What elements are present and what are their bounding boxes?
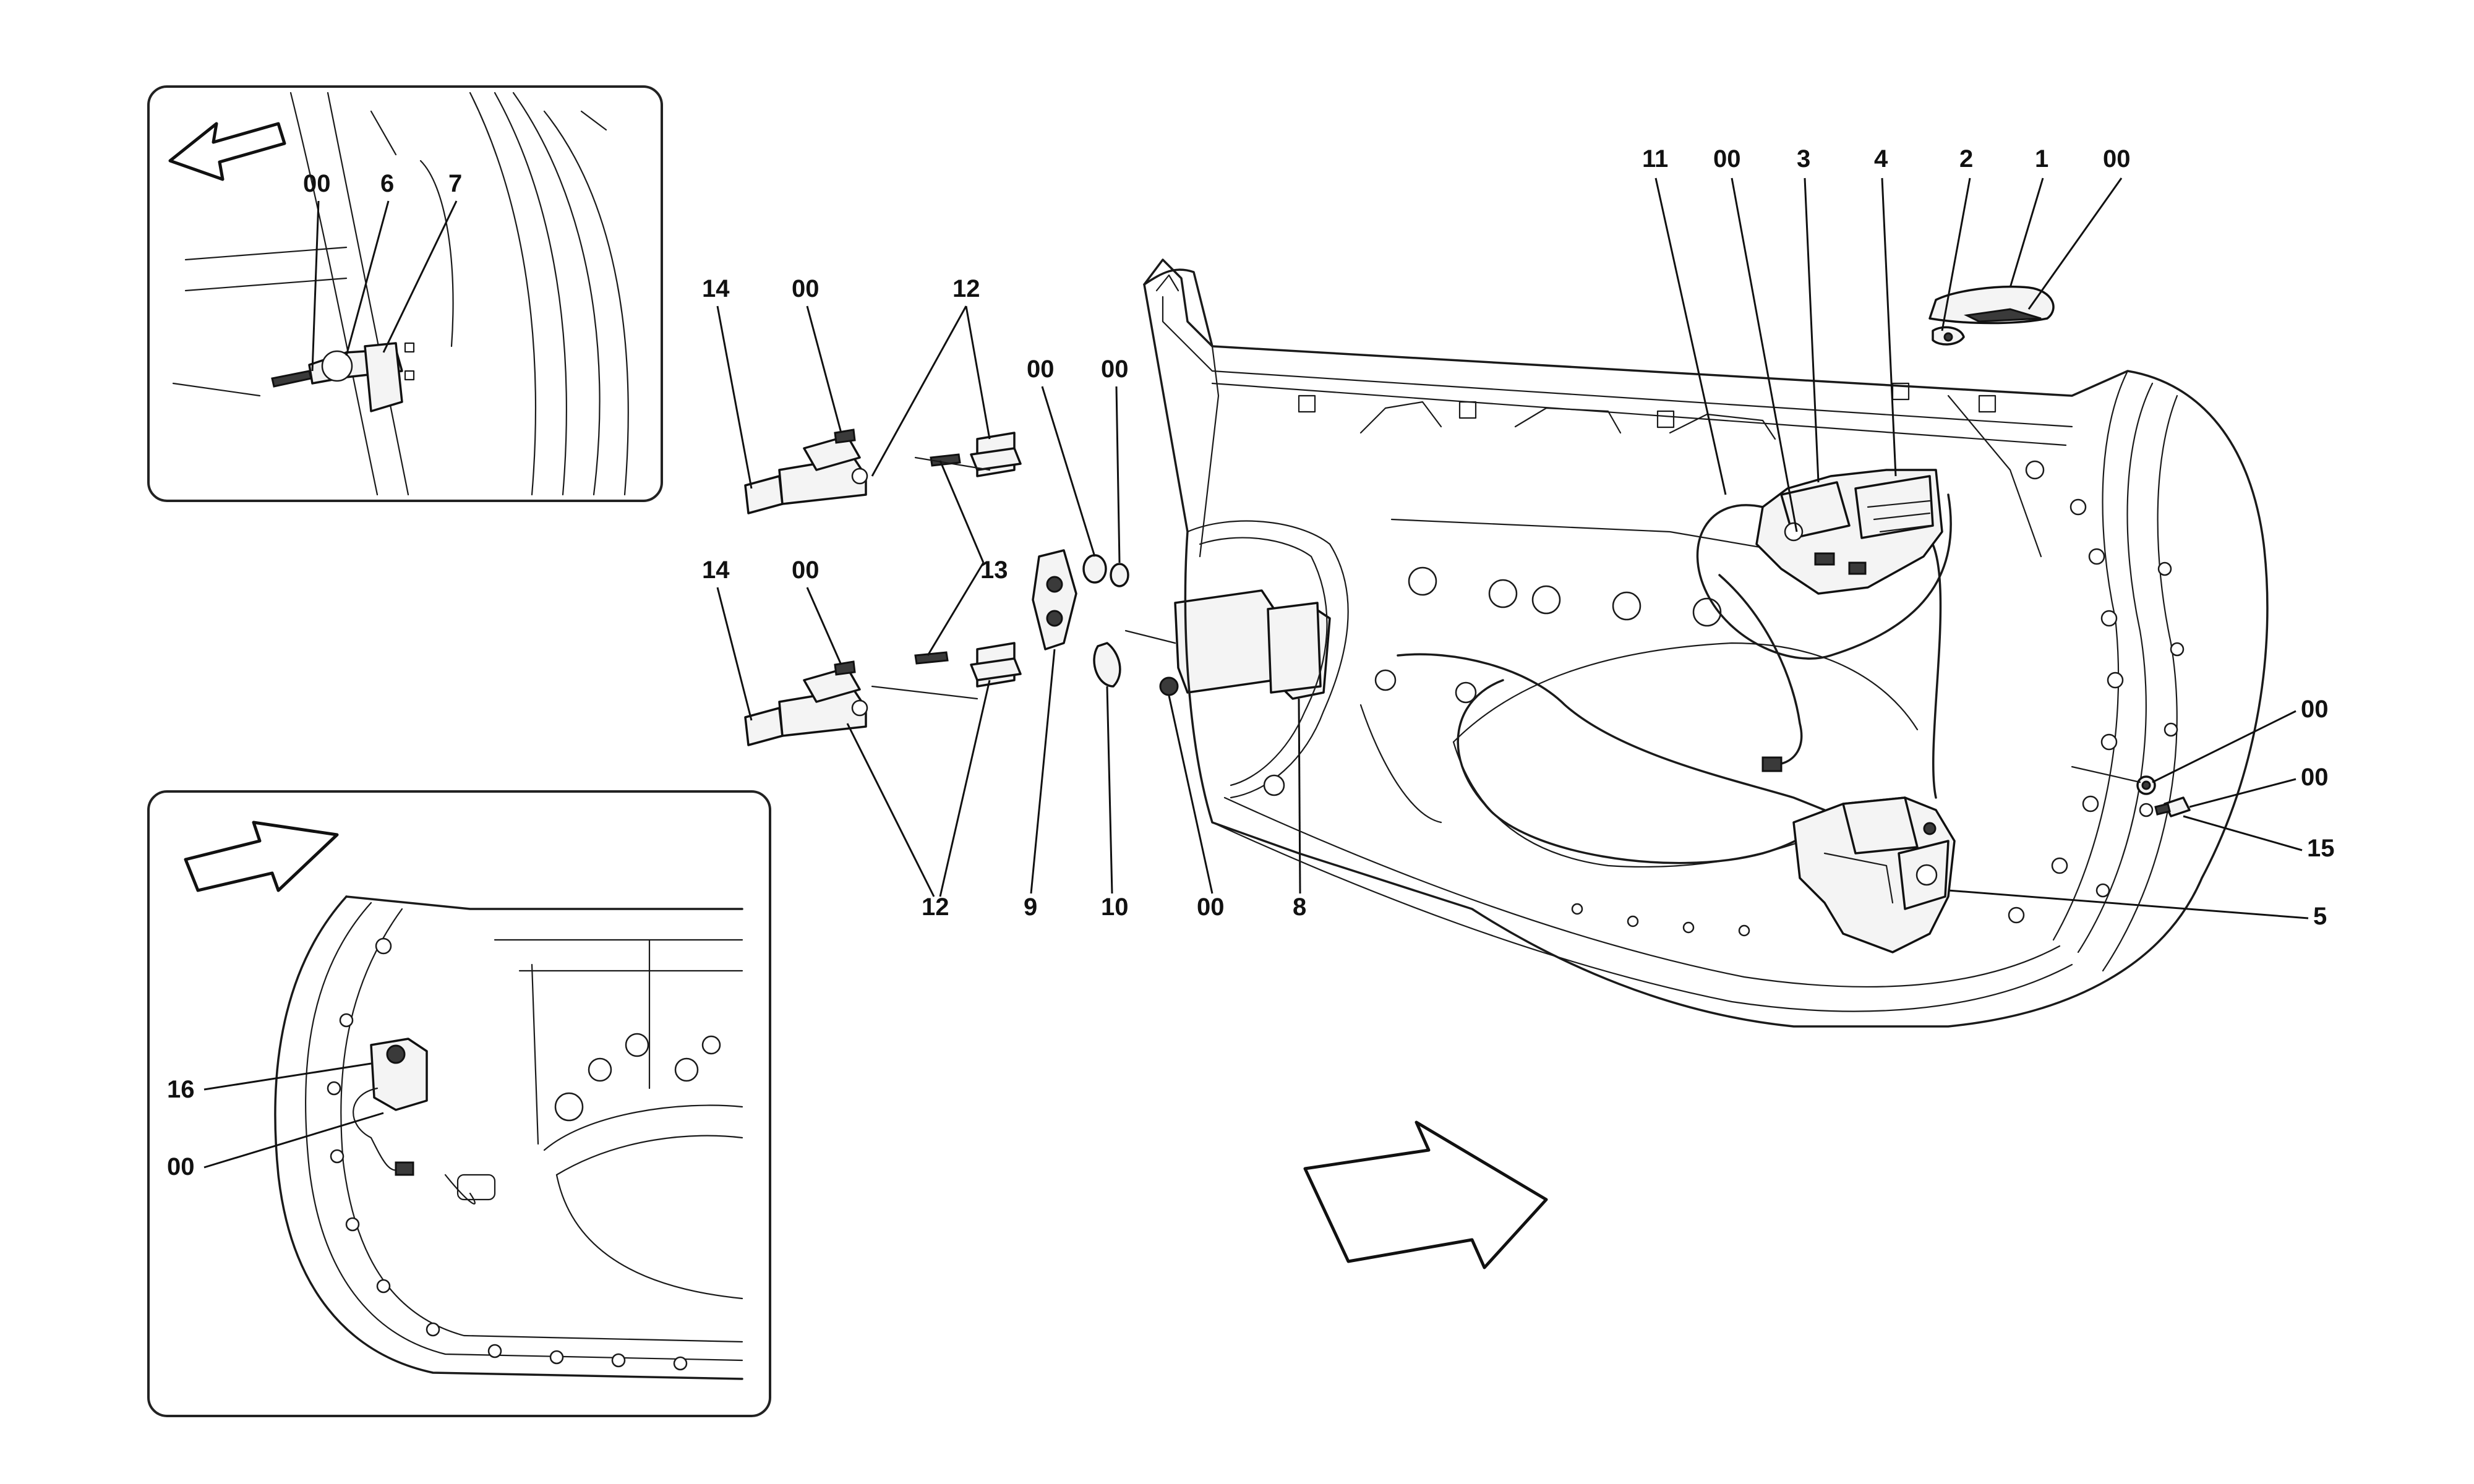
callout-hinge-1: 00 [792,275,820,302]
latch-striker-bolts [2071,765,2191,817]
callout-handle-4: 2 [1959,145,1973,173]
door-inner-panel [1143,268,2269,1028]
callout-hinge-4: 00 [792,556,820,584]
inset-check-strap-view: 00 6 7 [147,85,663,502]
check-strap-clip [1093,642,1121,688]
view-direction-arrow-inset-bottom [184,821,339,892]
callout-handle-0: 11 [1642,145,1668,173]
release-cables [1397,493,1952,864]
callout-latch-3: 5 [2313,903,2327,930]
callout-hinge-2: 12 [952,275,980,302]
callout-check-4: 00 [1197,893,1225,921]
callout-inset-top-0: 00 [303,170,331,197]
callout-hinge-5: 13 [980,556,1008,584]
outside-handle-assembly [1928,285,2055,346]
callout-handle-1: 00 [1713,145,1741,173]
callout-hinge-6: 12 [922,893,949,921]
callout-latch-0: 00 [2301,696,2329,723]
inset-bottom-latch-switch [353,1038,428,1176]
door-window-frame-corner [1143,258,1213,348]
door-latch-assembly [1792,796,1956,953]
callout-check-1: 00 [1101,356,1129,383]
callout-handle-2: 3 [1797,145,1810,173]
callout-inset-top-1: 6 [380,170,394,197]
callout-latch-2: 15 [2307,835,2335,862]
check-strap-parts [1032,549,1331,700]
inset-top-body-lines [172,92,629,496]
hinge-upper-assembly [744,429,1022,514]
view-direction-arrow-inset-top [168,122,286,181]
callout-hinge-0: 14 [702,275,730,302]
callout-hinge-3: 14 [702,556,730,584]
callout-handle-6: 00 [2103,145,2131,173]
inset-top-check-link [271,342,415,412]
callout-inset-top-2: 7 [448,170,462,197]
callout-check-3: 10 [1101,893,1129,921]
callout-handle-3: 4 [1874,145,1888,173]
callout-check-0: 00 [1027,356,1055,383]
callout-latch-1: 00 [2301,764,2329,791]
callout-inset-bottom-1: 00 [167,1153,195,1180]
inside-handle-assembly [1755,469,1943,595]
inset-latch-view: 16 00 [147,790,771,1417]
view-direction-arrow-main [1303,1120,1548,1269]
door-stop-pad [1032,549,1077,650]
hinge-lower-assembly [744,642,1022,746]
callout-inset-bottom-0: 16 [167,1076,195,1103]
callout-check-5: 8 [1293,893,1306,921]
callout-handle-5: 1 [2035,145,2048,173]
inset-bottom-door-frame [274,895,743,1380]
callout-check-2: 9 [1024,893,1037,921]
